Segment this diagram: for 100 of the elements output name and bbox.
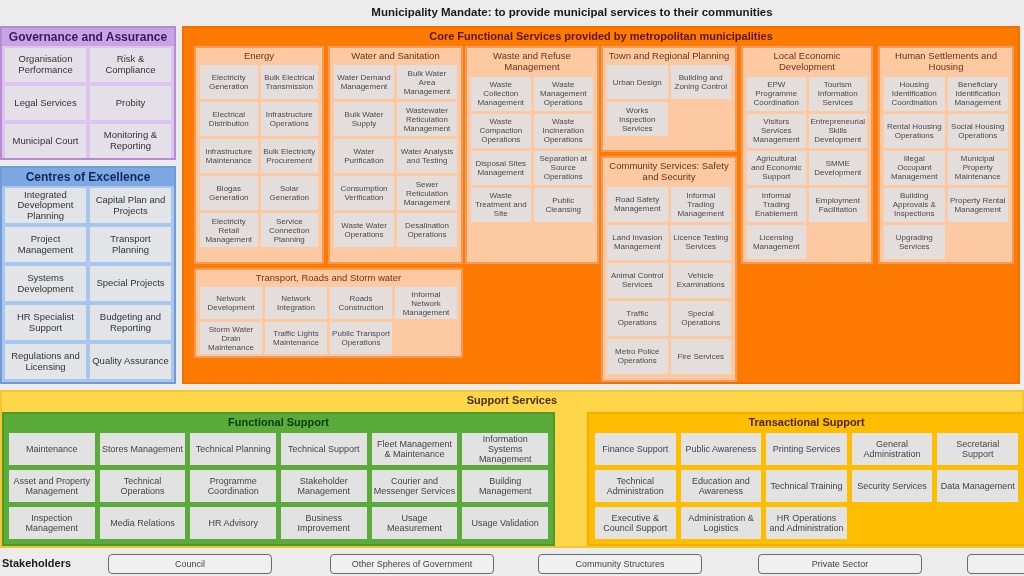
service-box: General Administration [851, 433, 933, 466]
service-box: Public Awareness [680, 433, 762, 466]
service-box: Electrical Distribution [200, 102, 258, 137]
service-box: Legal Services [5, 86, 86, 121]
service-box: Biogas Generation [200, 176, 258, 211]
group-panel [0, 390, 1024, 548]
group-panel [2, 412, 555, 546]
service-box: Traffic Lights Maintenance [265, 322, 327, 355]
panel-heading: Community Services: Safety and Security [608, 159, 730, 185]
service-box: Works Inspection Services [607, 102, 668, 137]
service-box: Water Demand Management [334, 65, 394, 100]
panel-heading: Functional Support [227, 415, 330, 430]
stakeholder-box: Other Spheres of Government [330, 554, 494, 574]
service-box: Municipal Property Maintenance [947, 150, 1008, 185]
service-box: Regulations and Licensing [5, 344, 86, 380]
service-box: Usage Measurement [371, 507, 458, 540]
panel-heading: Human Settlements and Housing [894, 49, 998, 75]
service-box: Administration & Logistics [680, 507, 762, 540]
service-box: Agricultural and Economic Support [747, 150, 806, 185]
service-box: Stakeholder Management [281, 470, 367, 503]
service-box: Probity [90, 86, 171, 121]
service-box: Quality Assurance [90, 344, 171, 380]
panel-heading: Core Functional Services provided by metropolitan municipalities [428, 29, 774, 44]
service-box: Monitoring & Reporting [90, 124, 171, 159]
group-panel [0, 166, 176, 384]
service-box: Technical Administration [595, 470, 676, 503]
service-box: Employment Facilitation [808, 187, 867, 222]
service-box: Public Transport Operations [330, 322, 392, 355]
service-box: Data Management [937, 470, 1018, 503]
service-box: Service Connection Planning [260, 213, 318, 248]
service-box: Road Safety Management [607, 186, 668, 222]
service-panel [194, 268, 463, 358]
service-box: Entrepreneurial Skills Development [808, 113, 867, 148]
service-box: Traffic Operations [607, 300, 668, 336]
service-box: Bulk Electricity Procurement [260, 139, 318, 174]
service-box: Fire Services [670, 338, 731, 374]
service-box: Capital Plan and Projects [90, 188, 171, 224]
service-box: HR Advisory [190, 507, 276, 540]
service-box: Network Integration [265, 287, 327, 320]
service-box: Security Services [851, 470, 933, 503]
service-box: Executive & Council Support [595, 507, 676, 540]
service-box: Beneficiary Identification Management [947, 76, 1008, 111]
service-box: Rental Housing Operations [884, 113, 945, 148]
service-box: Waste Management Operations [533, 76, 593, 111]
panel-heading: Centres of Excellence [2, 168, 174, 187]
panel-heading: Support Services [465, 393, 559, 408]
service-box: Storm Water Drain Maintenance [200, 322, 262, 355]
service-box: Disposal Sites Management [471, 150, 531, 185]
service-box: Education and Awareness [680, 470, 762, 503]
service-box: Usage Validation [462, 507, 548, 540]
service-panel [194, 46, 324, 264]
service-box: Licence Testing Services [670, 224, 731, 260]
service-box: Inspection Management [9, 507, 95, 540]
service-box: Metro Police Operations [607, 338, 668, 374]
service-box: Transport Planning [90, 227, 171, 263]
stakeholder-box: Council [108, 554, 272, 574]
diagram-title: Municipality Mandate: to provide municipal services to their communities [370, 6, 774, 18]
service-box: Stores Management [99, 433, 186, 466]
service-panel [878, 46, 1014, 264]
service-box: Technical Operations [99, 470, 186, 503]
service-box: Waste Collection Management [471, 76, 531, 111]
service-box: Fleet Management & Maintenance [371, 433, 458, 466]
service-box: Maintenance [9, 433, 95, 466]
stakeholder-box: Private Sector [758, 554, 922, 574]
service-box: Budgeting and Reporting [90, 305, 171, 341]
service-box: Special Projects [90, 266, 171, 302]
service-box: Water Purification [334, 139, 394, 174]
service-box: Bulk Water Supply [334, 102, 394, 137]
group-panel [0, 26, 176, 160]
service-box: Wastewater Reticulation Management [397, 102, 457, 137]
service-box: Project Management [5, 227, 86, 263]
panel-heading: Transport, Roads and Storm water [254, 271, 403, 285]
panel-heading: Waste and Refuse Management [492, 49, 572, 75]
service-box: Building Management [462, 470, 548, 503]
service-box: Land Invasion Management [607, 224, 668, 260]
service-box: Upgrading Services [884, 224, 945, 259]
service-box: Desalination Operations [397, 213, 457, 248]
service-box: HR Specialist Support [5, 305, 86, 341]
service-box: Informal Trading Enablement [747, 187, 806, 222]
service-box: SMME Development [808, 150, 867, 185]
group-panel [182, 26, 1020, 384]
service-box: Consumption Verification [334, 176, 394, 211]
service-box: Social Housing Operations [947, 113, 1008, 148]
service-box: Waste Incineration Operations [533, 113, 593, 148]
service-box: Technical Training [766, 470, 847, 503]
service-box: Asset and Property Management [9, 470, 95, 503]
service-panel [601, 46, 737, 152]
service-panel [601, 156, 737, 382]
service-box: Informal Trading Management [670, 186, 731, 222]
service-box: Separation at Source Operations [533, 150, 593, 185]
service-box: Building Approvals & Inspections [884, 187, 945, 222]
panel-heading: Governance and Assurance [2, 28, 174, 47]
service-box: Technical Support [281, 433, 367, 466]
service-box: Licensing Management [747, 224, 806, 259]
service-box: Water Analysis and Testing [397, 139, 457, 174]
service-box: Programme Coordination [190, 470, 276, 503]
service-box: EPW Programme Coordination [747, 76, 806, 111]
service-panel [465, 46, 599, 264]
service-box: Information Systems Management [462, 433, 548, 466]
row-label: Stakeholders [2, 557, 72, 569]
